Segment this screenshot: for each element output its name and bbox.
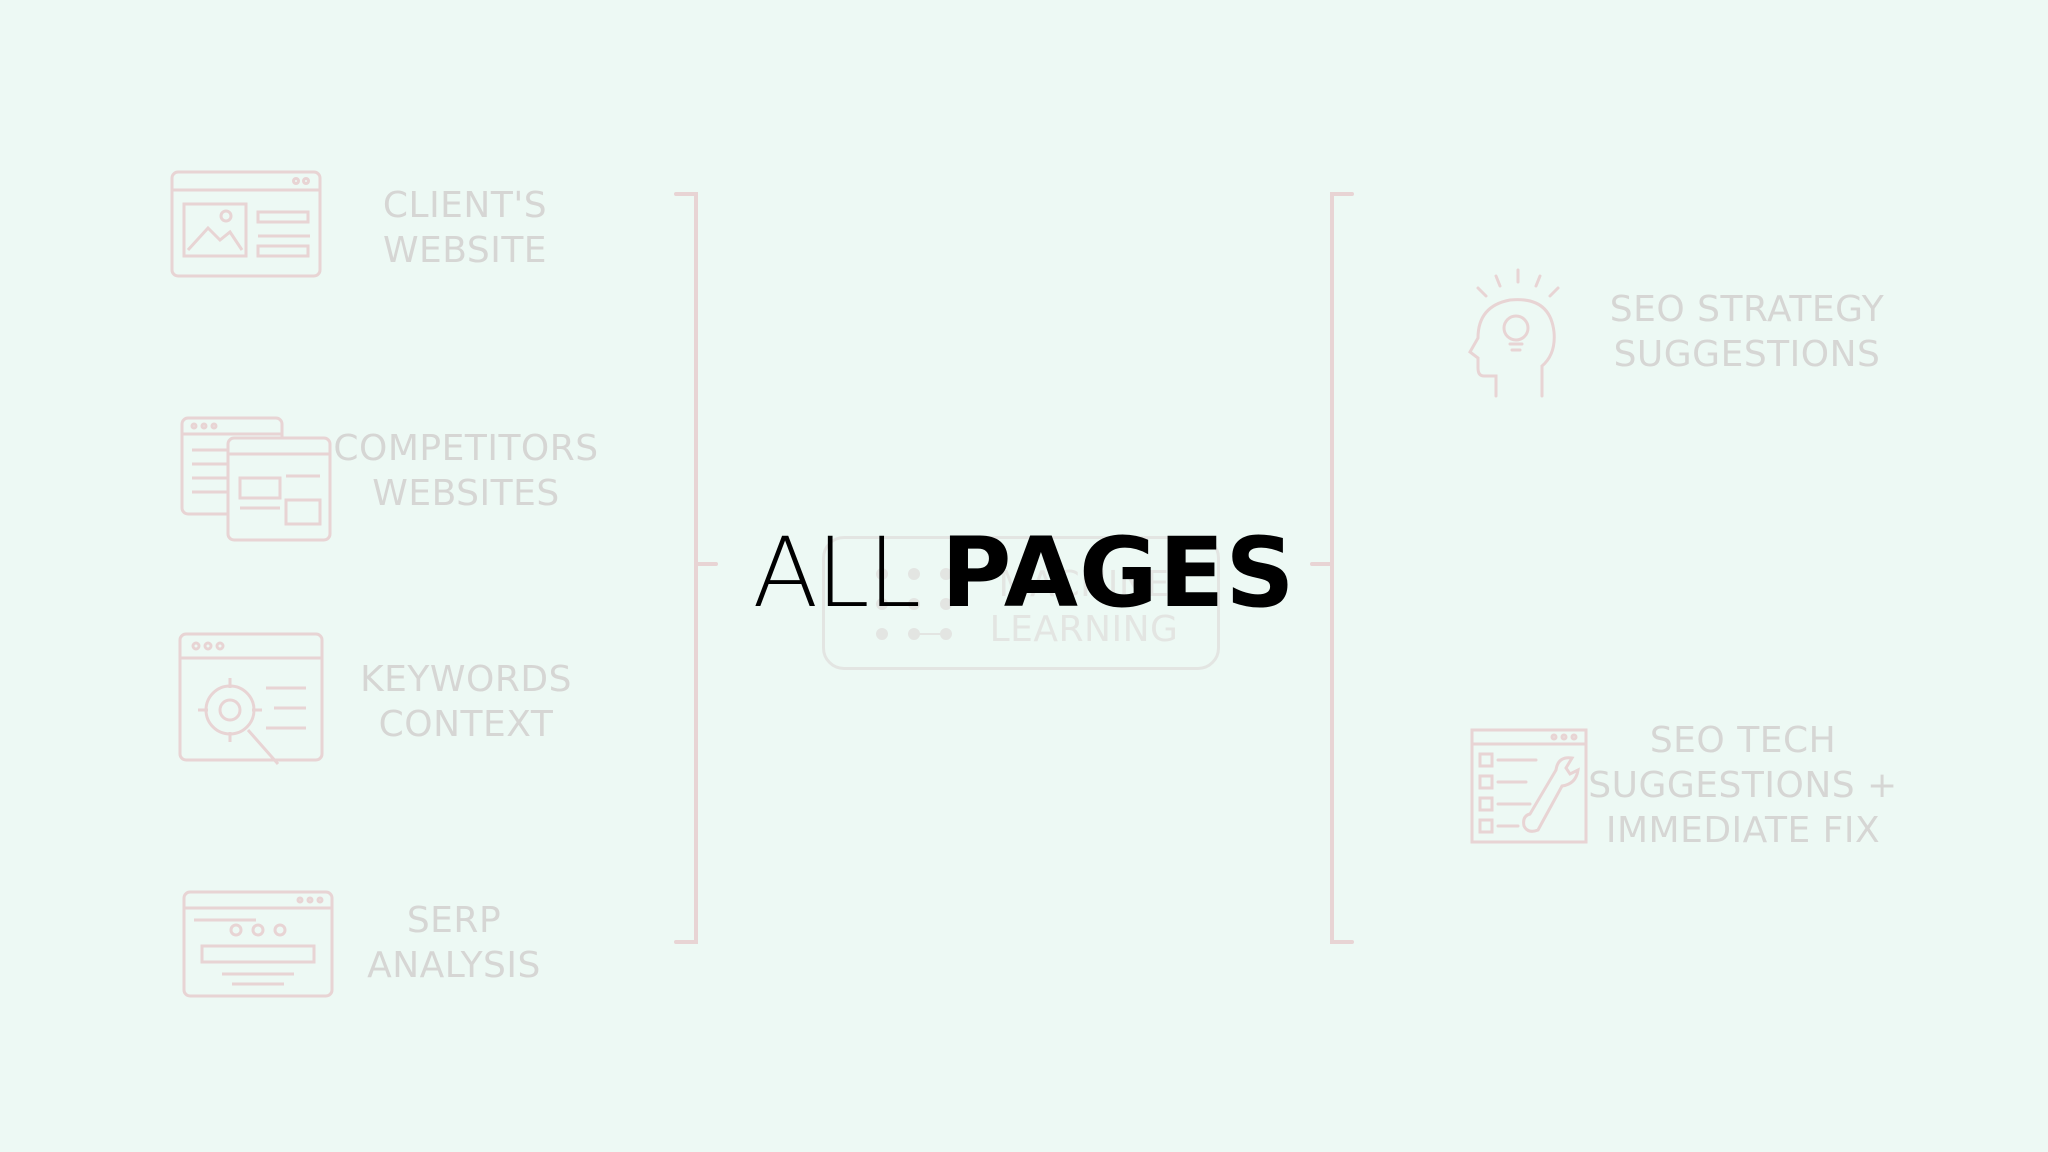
input-label-competitors-websites: COMPETITORS WEBSITES xyxy=(330,426,602,516)
right-bracket xyxy=(1306,190,1356,950)
input-label-line1: KEYWORDS xyxy=(360,659,572,700)
headline-bold-word: PAGES xyxy=(941,517,1296,629)
website-icon xyxy=(170,170,322,278)
input-label-clients-website: CLIENT'S WEBSITE xyxy=(330,183,600,273)
center-label-machine-learning: MACHINE LEARNING xyxy=(966,562,1202,652)
center-label-line2: LEARNING xyxy=(989,609,1179,650)
tech-tools-icon xyxy=(1470,728,1588,844)
left-bracket xyxy=(672,190,722,950)
machine-learning-box xyxy=(822,536,1220,670)
headline-light-word: ALL xyxy=(752,517,922,629)
input-label-line1: SERP xyxy=(406,900,502,941)
keyword-target-icon xyxy=(178,632,324,770)
output-label-line2: SUGGESTIONS + xyxy=(1588,765,1898,806)
output-label-line1: SEO STRATEGY xyxy=(1609,289,1885,330)
serp-browser-icon xyxy=(182,890,334,998)
neural-network-icon xyxy=(872,566,958,642)
input-label-line2: WEBSITES xyxy=(372,473,560,514)
output-label-seo-tech: SEO TECH SUGGESTIONS + IMMEDIATE FIX xyxy=(1584,718,1902,853)
output-label-line3: IMMEDIATE FIX xyxy=(1605,810,1881,851)
input-label-line1: CLIENT'S xyxy=(382,185,548,226)
input-label-line1: COMPETITORS xyxy=(333,428,599,469)
output-label-seo-strategy: SEO STRATEGY SUGGESTIONS xyxy=(1586,287,1908,377)
multiple-websites-icon xyxy=(180,416,332,542)
input-label-line2: WEBSITE xyxy=(382,230,548,271)
idea-head-icon xyxy=(1466,266,1570,400)
input-label-line2: CONTEXT xyxy=(378,704,554,745)
input-label-line2: ANALYSIS xyxy=(367,945,541,986)
output-label-line2: SUGGESTIONS xyxy=(1613,334,1881,375)
input-label-serp-analysis: SERP ANALYSIS xyxy=(334,898,574,988)
center-label-line1: MACHINE xyxy=(998,564,1170,605)
input-label-keywords-context: KEYWORDS CONTEXT xyxy=(330,657,602,747)
output-label-line1: SEO TECH xyxy=(1649,720,1837,761)
